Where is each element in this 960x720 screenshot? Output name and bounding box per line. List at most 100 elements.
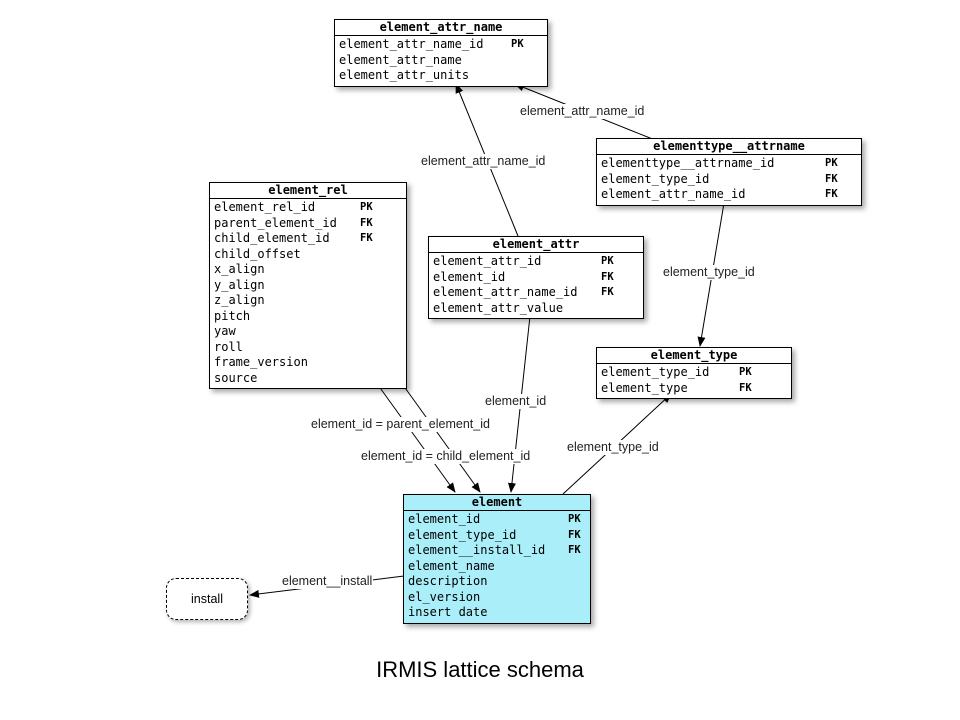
column-name: element_attr_name_id	[339, 37, 484, 51]
key-badge: FK	[825, 188, 838, 200]
edge-label-parent: element_id = parent_element_id	[310, 417, 491, 432]
table-row: description	[408, 574, 586, 590]
column-name: parent_element_id	[214, 215, 337, 230]
column-name: roll	[214, 339, 243, 354]
table-row: y_align	[214, 278, 402, 294]
table-row: element_attr_id PK	[433, 254, 639, 270]
column-name: insert date	[408, 605, 488, 619]
table-title: element_attr_name	[335, 20, 547, 36]
key-badge: FK	[601, 270, 614, 283]
table-row: element_type_id FK	[601, 172, 857, 188]
column-name: element_type_id	[408, 527, 517, 542]
column-name: yaw	[214, 324, 236, 338]
column-name: pitch	[214, 308, 251, 323]
column-name: element__install_id	[408, 543, 546, 557]
column-name: element_attr_name_id	[601, 187, 746, 201]
table-title: element_rel	[210, 183, 406, 199]
table-row: element_attr_units	[339, 68, 543, 84]
edge-label-element-id: element_id	[484, 394, 548, 409]
table-body: element_type_id PK element_type FK	[597, 364, 791, 398]
column-name: x_align	[214, 262, 265, 276]
edge-label-type-id-lower: element_type_id	[566, 440, 660, 455]
column-name: element_id	[408, 512, 481, 526]
diagram-caption: IRMIS lattice schema	[376, 657, 584, 682]
key-badge: FK	[825, 172, 838, 185]
column-name: element_attr_name_id	[433, 285, 578, 299]
column-name: child_offset	[214, 246, 301, 261]
table-row: z_align	[214, 293, 402, 309]
table-row: element_type_id FK	[408, 528, 586, 544]
edge-label-attr-name-top: element_attr_name_id	[519, 104, 646, 119]
edge-label-attr-name-mid: element_attr_name_id	[420, 154, 547, 169]
table-title: element	[404, 495, 590, 511]
key-badge: FK	[568, 544, 581, 556]
key-badge: PK	[739, 366, 752, 378]
table-row: roll	[214, 340, 402, 356]
table-body: element_rel_id PK parent_element_id FK child…	[210, 199, 406, 388]
key-badge: PK	[360, 201, 373, 213]
table-row: element_attr_name	[339, 53, 543, 69]
column-name: frame_version	[214, 355, 308, 369]
table-row: element_type FK	[601, 381, 787, 397]
table-row: insert date	[408, 605, 586, 621]
table-title: element_attr	[429, 237, 643, 253]
table-row: frame_version	[214, 355, 402, 371]
edge-label-child: element_id = child_element_id	[360, 449, 532, 464]
table-row: elementtype__attrname_id PK	[601, 156, 857, 172]
key-badge: FK	[360, 216, 373, 229]
table-row: yaw	[214, 324, 402, 340]
table-title: element_type	[597, 348, 791, 364]
table-row: element_attr_value	[433, 301, 639, 317]
key-badge: FK	[568, 528, 581, 541]
edge-label-install: element__install	[281, 574, 374, 589]
column-name: element_attr_id	[433, 254, 542, 268]
column-name: element_rel_id	[214, 200, 316, 214]
column-name: element_attr_name	[339, 52, 462, 67]
column-name: element_attr_value	[433, 300, 564, 315]
edge-label-type-id-upper: element_type_id	[662, 265, 756, 280]
table-row: element_attr_name_id FK	[601, 187, 857, 203]
table-row: pitch	[214, 309, 402, 325]
column-name: child_element_id	[214, 231, 330, 245]
table-body: elementtype__attrname_id PK element_type_i…	[597, 155, 861, 205]
column-name: element_attr_units	[339, 68, 470, 82]
table-row: element_attr_name_id FK	[433, 285, 639, 301]
key-badge: FK	[739, 381, 752, 394]
key-badge: PK	[601, 255, 614, 267]
table-row: element_type_id PK	[601, 365, 787, 381]
table-row: x_align	[214, 262, 402, 278]
column-name: source	[214, 370, 258, 385]
install-node: install	[166, 578, 248, 620]
column-name: element_id	[433, 269, 506, 284]
table-row: element_rel_id PK	[214, 200, 402, 216]
table-row: element_id FK	[433, 270, 639, 286]
column-name: element_name	[408, 558, 495, 573]
column-name: el_version	[408, 589, 481, 604]
edge-rel-parent-to-element	[377, 384, 456, 493]
table-row: parent_element_id FK	[214, 216, 402, 232]
table-title: elementtype__attrname	[597, 139, 861, 155]
key-badge: PK	[511, 38, 524, 50]
table-row: element_name	[408, 559, 586, 575]
column-name: elementtype__attrname_id	[601, 156, 775, 170]
column-name: element_type_id	[601, 171, 710, 186]
table-row: element_attr_name_id PK	[339, 37, 543, 53]
column-name: element_type	[601, 380, 688, 395]
column-name: y_align	[214, 277, 265, 292]
key-badge: PK	[568, 513, 581, 525]
edge-rel-child-to-element	[402, 384, 481, 493]
table-row: element__install_id FK	[408, 543, 586, 559]
key-badge: PK	[825, 157, 838, 169]
key-badge: FK	[601, 286, 614, 298]
table-row: source	[214, 371, 402, 387]
table-row: el_version	[408, 590, 586, 606]
column-name: element_type_id	[601, 365, 710, 379]
